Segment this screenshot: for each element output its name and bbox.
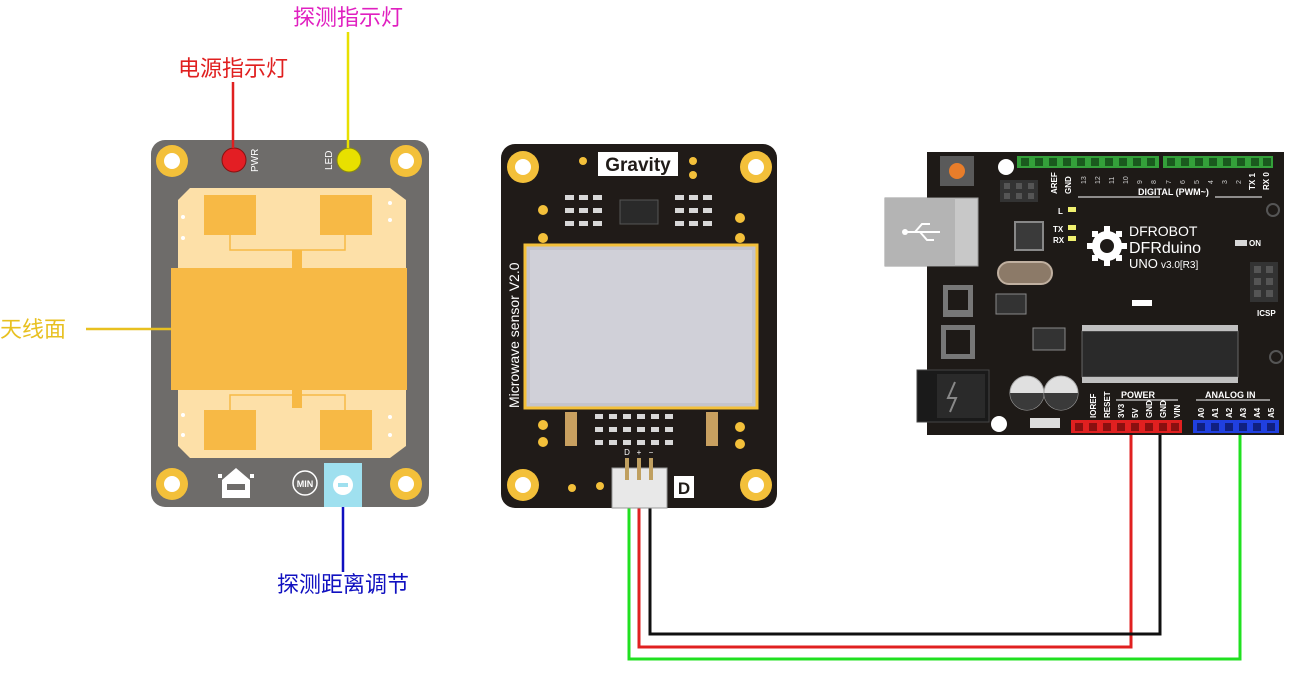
detect-led xyxy=(336,147,362,173)
electrolytic-capacitors xyxy=(1009,375,1079,411)
arduino-version: v3.0[R3] xyxy=(1161,260,1198,271)
distance-adjust-callout: 探测距离调节 xyxy=(277,573,409,598)
digital-pin-8: 8 xyxy=(1151,180,1158,184)
power-pin-ioref: IOREF xyxy=(1089,393,1098,418)
pwr-label: PWR xyxy=(250,149,261,172)
power-led xyxy=(221,147,247,173)
led-tx-label: TX xyxy=(1053,225,1064,234)
gravity-microwave-module: Gravity Microwave sensor V2.0 xyxy=(501,144,777,509)
power-pin-reset: RESET xyxy=(1103,391,1112,418)
dfrobot-gear-icon xyxy=(1087,226,1127,266)
gravity-badge xyxy=(598,152,678,176)
digital-pin-6: 6 xyxy=(1180,180,1187,184)
digital-pin-5: 5 xyxy=(1194,180,1201,184)
digital-type-badge xyxy=(674,476,694,498)
power-header xyxy=(1071,420,1182,433)
digital-pin-12: 12 xyxy=(1095,176,1102,184)
min-indicator xyxy=(292,470,318,496)
digital-header-label: DIGITAL (PWM~) xyxy=(1138,187,1209,197)
digital-pin-3: 3 xyxy=(1222,180,1229,184)
antenna-plane xyxy=(171,188,407,458)
atmega-chip xyxy=(1081,330,1239,378)
analog-pin-a5: A5 xyxy=(1267,407,1276,418)
min-label: MIN xyxy=(297,479,314,489)
antenna-callout: 天线面 xyxy=(0,318,66,343)
crystal xyxy=(997,261,1053,285)
analog-header xyxy=(1193,420,1279,433)
arduino-model: DFRduino xyxy=(1129,240,1201,257)
icsp-label: ICSP xyxy=(1257,309,1276,318)
power-led-callout: 电源指示灯 xyxy=(178,57,288,82)
power-header-label: POWER xyxy=(1121,390,1156,400)
on-led-label: ON xyxy=(1249,239,1261,248)
digital-type-label: D xyxy=(678,479,690,498)
callouts: 探测指示灯 电源指示灯 天线面 探测距离调节 xyxy=(0,6,409,598)
arduino-brand: DFROBOT xyxy=(1129,223,1198,239)
gravity-brand: Gravity xyxy=(605,155,671,176)
gnd-wire xyxy=(648,426,1162,636)
led-rx-label: RX xyxy=(1053,236,1065,245)
analog-pin-a2: A2 xyxy=(1225,407,1234,418)
digital-header xyxy=(1017,156,1273,168)
led-label: LED xyxy=(324,151,335,170)
distance-potentiometer xyxy=(324,463,362,507)
microwave-sensor-board: PWR LED MIN xyxy=(151,140,429,507)
vcc-wire xyxy=(637,426,1133,649)
arduino-board: AREF GND 13 12 11 10 9 8 7 6 5 4 3 2 TX … xyxy=(884,152,1284,435)
power-pin-gnd-1: GND xyxy=(1145,400,1154,418)
gnd-label-top: GND xyxy=(1064,176,1073,194)
digital-pin-11: 11 xyxy=(1109,177,1116,184)
digital-pin-13: 13 xyxy=(1081,176,1088,184)
top-components xyxy=(565,195,712,226)
power-pin-3v3: 3V3 xyxy=(1117,403,1126,418)
icsp-header-small xyxy=(1000,180,1038,202)
digital-pin-7: 7 xyxy=(1166,180,1173,184)
analog-pin-a3: A3 xyxy=(1239,407,1248,418)
power-pin-vin: VIN xyxy=(1173,404,1182,418)
usb-icon xyxy=(905,223,940,241)
digital-pin-4: 4 xyxy=(1208,180,1215,184)
pin-label-minus: − xyxy=(649,448,654,457)
module-name: Microwave sensor V2.0 xyxy=(506,262,522,408)
pin-label-d: D xyxy=(624,448,630,457)
digital-pin-9: 9 xyxy=(1137,180,1144,184)
digital-pin-2: 2 xyxy=(1236,180,1243,184)
power-pin-5v: 5V xyxy=(1131,408,1140,418)
analog-pin-a0: A0 xyxy=(1197,407,1206,418)
pin-label-plus: + xyxy=(637,448,642,457)
bottom-components xyxy=(565,412,718,446)
rx-pin-label: RX 0 xyxy=(1262,172,1271,190)
icsp-header xyxy=(1250,262,1278,302)
tx-pin-label: TX 1 xyxy=(1248,173,1257,190)
detect-led-callout: 探测指示灯 xyxy=(293,6,403,31)
mounting-holes xyxy=(156,145,422,500)
analog-pin-a1: A1 xyxy=(1211,407,1220,418)
arduino-uno: UNO xyxy=(1129,256,1158,271)
led-l-label: L xyxy=(1058,207,1063,216)
power-pin-gnd-2: GND xyxy=(1159,400,1168,418)
analog-pin-a4: A4 xyxy=(1253,407,1262,418)
robot-logo-icon xyxy=(218,468,254,498)
module-mounting-holes xyxy=(507,151,772,501)
digital-pin-10: 10 xyxy=(1123,176,1130,184)
aref-label: AREF xyxy=(1050,172,1059,194)
usb-chip xyxy=(1014,221,1044,251)
analog-header-label: ANALOG IN xyxy=(1205,390,1256,400)
